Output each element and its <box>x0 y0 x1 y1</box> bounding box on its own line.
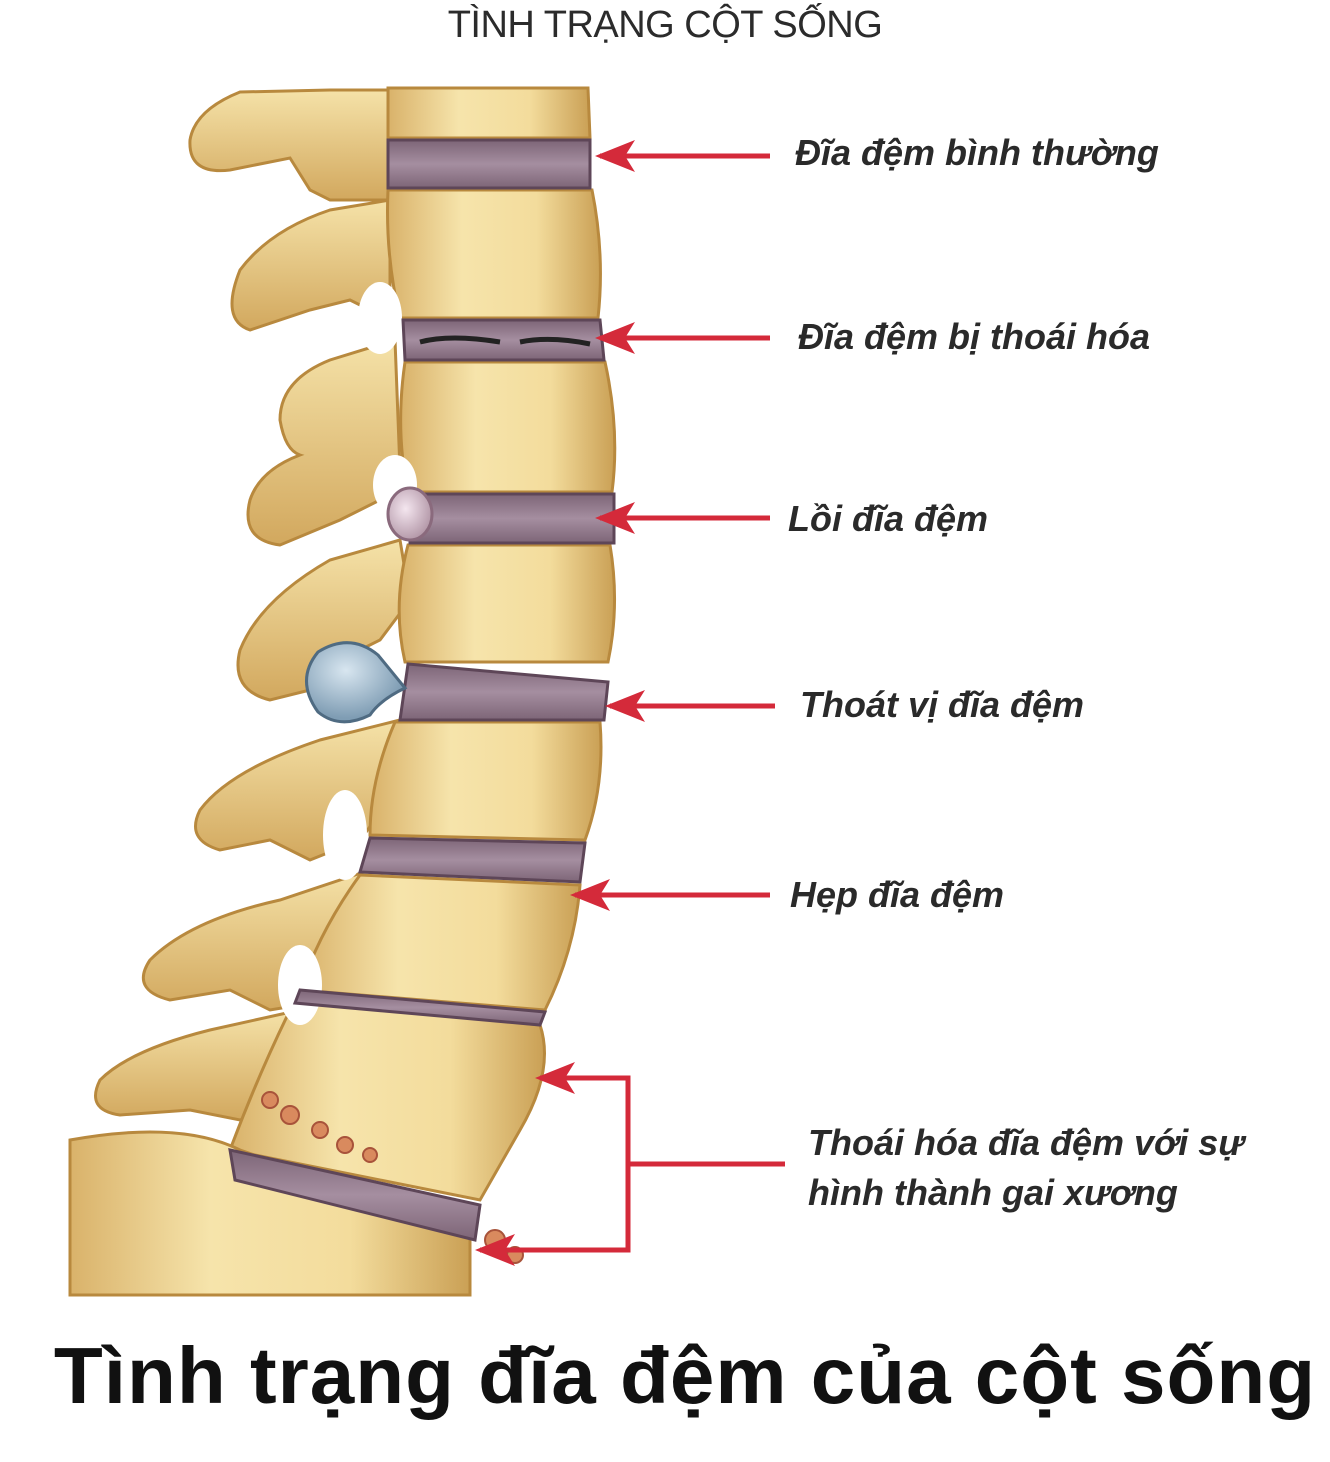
disc-osteophyte-lower <box>228 1148 482 1242</box>
label-narrowed-disc: Hẹp đĩa đệm <box>790 874 1005 915</box>
disc-normal <box>386 138 592 190</box>
bone-spurs <box>261 1091 524 1264</box>
label-osteophyte-line2: hình thành gai xương <box>808 1172 1178 1213</box>
label-normal-disc: Đĩa đệm bình thường <box>795 132 1159 173</box>
label-degenerated-disc: Đĩa đệm bị thoái hóa <box>798 316 1151 357</box>
disc-cracks <box>419 335 591 347</box>
diagram-title: TÌNH TRẠNG CỘT SỐNG <box>447 4 883 46</box>
label-bulging-disc: Lồi đĩa đệm <box>788 498 989 539</box>
pointer-arrows <box>475 140 785 1266</box>
label-herniated-disc: Thoát vị đĩa đệm <box>800 684 1085 725</box>
disc-herniated <box>398 662 610 722</box>
disc-herniation <box>305 641 408 724</box>
spine-illustration <box>68 86 785 1297</box>
intervertebral-discs <box>228 138 616 1242</box>
disc-narrowed <box>358 836 587 884</box>
disc-degenerated <box>401 318 606 362</box>
label-osteophyte-line1: Thoái hóa đĩa đệm với sự <box>808 1122 1244 1163</box>
disc-osteophyte-upper <box>292 988 548 1027</box>
vertebral-bodies <box>227 86 617 1202</box>
disc-bulge <box>386 486 434 542</box>
disc-bulging <box>408 492 616 545</box>
caption: Tình trạng đĩa đệm của cột sống <box>53 1331 1317 1420</box>
